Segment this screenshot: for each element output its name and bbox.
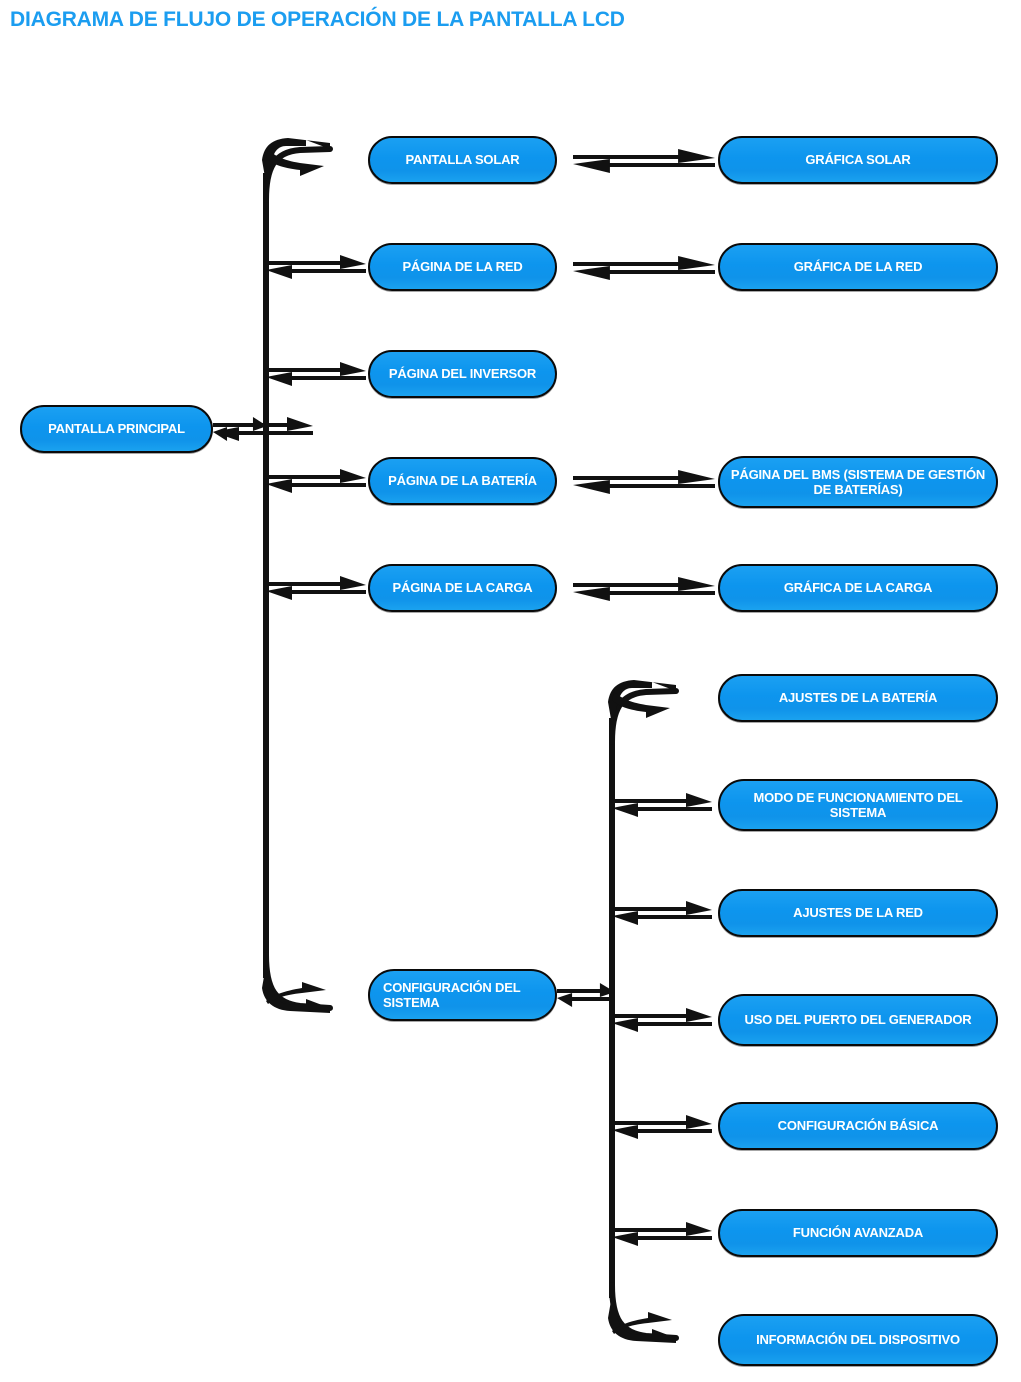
arrow-settings-to-basica: [612, 1115, 712, 1139]
node-label: GRÁFICA DE LA CARGA: [783, 580, 933, 596]
node-uso-del-puerto-del-generador[interactable]: USO DEL PUERTO DEL GENERADOR: [718, 994, 998, 1046]
node-grafica-solar[interactable]: GRÁFICA SOLAR: [718, 136, 998, 184]
node-ajustes-de-la-red[interactable]: AJUSTES DE LA RED: [718, 889, 998, 937]
settings-trunk: [608, 680, 679, 1343]
node-grafica-de-la-carga[interactable]: GRÁFICA DE LA CARGA: [718, 564, 998, 612]
node-label: MODO DE FUNCIONAMIENTO DEL SISTEMA: [753, 789, 963, 820]
node-configuracion-basica[interactable]: CONFIGURACIÓN BÁSICA: [718, 1102, 998, 1150]
node-label: PANTALLA PRINCIPAL: [48, 421, 185, 437]
node-pagina-del-inversor[interactable]: PÁGINA DEL INVERSOR: [368, 350, 557, 398]
arrow-trunk-to-red: [266, 255, 366, 279]
arrow-settings-to-avanzada: [612, 1222, 712, 1246]
node-label: AJUSTES DE LA RED: [793, 905, 923, 921]
arrow-solar-to-grafica: [573, 149, 715, 173]
node-label: CONFIGURACIÓN BÁSICA: [777, 1118, 939, 1134]
node-label: PÁGINA DE LA BATERÍA: [388, 473, 537, 489]
arrow-trunk-to-bateria: [266, 469, 366, 493]
node-label: FUNCIÓN AVANZADA: [792, 1225, 924, 1241]
node-label: CONFIGURACIÓN DEL SISTEMA: [383, 979, 521, 1010]
node-label: USO DEL PUERTO DEL GENERADOR: [744, 1012, 972, 1028]
node-funcion-avanzada[interactable]: FUNCIÓN AVANZADA: [718, 1209, 998, 1257]
node-pagina-del-bms[interactable]: PÁGINA DEL BMS (SISTEMA DE GESTIÓN DE BA…: [718, 456, 998, 508]
arrow-settings-to-red: [612, 901, 712, 925]
node-label: PANTALLA SOLAR: [405, 152, 520, 168]
main-trunk: [262, 138, 333, 1013]
node-pantalla-principal[interactable]: PANTALLA PRINCIPAL: [20, 405, 213, 453]
node-pagina-de-la-red[interactable]: PÁGINA DE LA RED: [368, 243, 557, 291]
node-grafica-de-la-red[interactable]: GRÁFICA DE LA RED: [718, 243, 998, 291]
node-ajustes-de-la-bateria[interactable]: AJUSTES DE LA BATERÍA: [718, 674, 998, 722]
node-pagina-de-la-bateria[interactable]: PÁGINA DE LA BATERÍA: [368, 457, 557, 505]
arrow-trunk-to-inversor: [266, 362, 366, 386]
arrow-carga-to-grafica: [573, 577, 715, 601]
page-title: DIAGRAMA DE FLUJO DE OPERACIÓN DE LA PAN…: [10, 8, 625, 31]
arrow-trunk-to-carga: [266, 576, 366, 600]
node-label: PÁGINA DE LA CARGA: [392, 580, 533, 596]
node-label: PÁGINA DEL BMS (SISTEMA DE GESTIÓN DE BA…: [730, 466, 986, 497]
arrow-bateria-to-bms: [573, 470, 715, 494]
arrow-settings-to-generador: [612, 1008, 712, 1032]
node-pagina-de-la-carga[interactable]: PÁGINA DE LA CARGA: [368, 564, 557, 612]
node-configuracion-del-sistema[interactable]: CONFIGURACIÓN DEL SISTEMA: [368, 969, 557, 1021]
node-label: AJUSTES DE LA BATERÍA: [778, 690, 938, 706]
arrow-red-to-grafica: [573, 256, 715, 280]
node-label: INFORMACIÓN DEL DISPOSITIVO: [756, 1332, 960, 1348]
arrow-settings-to-modo: [612, 793, 712, 817]
arrow-root-to-trunk: [213, 417, 313, 441]
node-label: GRÁFICA DE LA RED: [793, 259, 923, 275]
node-label: PÁGINA DEL INVERSOR: [388, 366, 537, 382]
node-modo-de-funcionamiento-del-sistema[interactable]: MODO DE FUNCIONAMIENTO DEL SISTEMA: [718, 779, 998, 831]
node-pantalla-solar[interactable]: PANTALLA SOLAR: [368, 136, 557, 184]
node-informacion-del-dispositivo[interactable]: INFORMACIÓN DEL DISPOSITIVO: [718, 1314, 998, 1366]
node-label: GRÁFICA SOLAR: [805, 152, 911, 168]
arrow-config-to-settings-trunk: [557, 983, 615, 1007]
node-label: PÁGINA DE LA RED: [402, 259, 523, 275]
